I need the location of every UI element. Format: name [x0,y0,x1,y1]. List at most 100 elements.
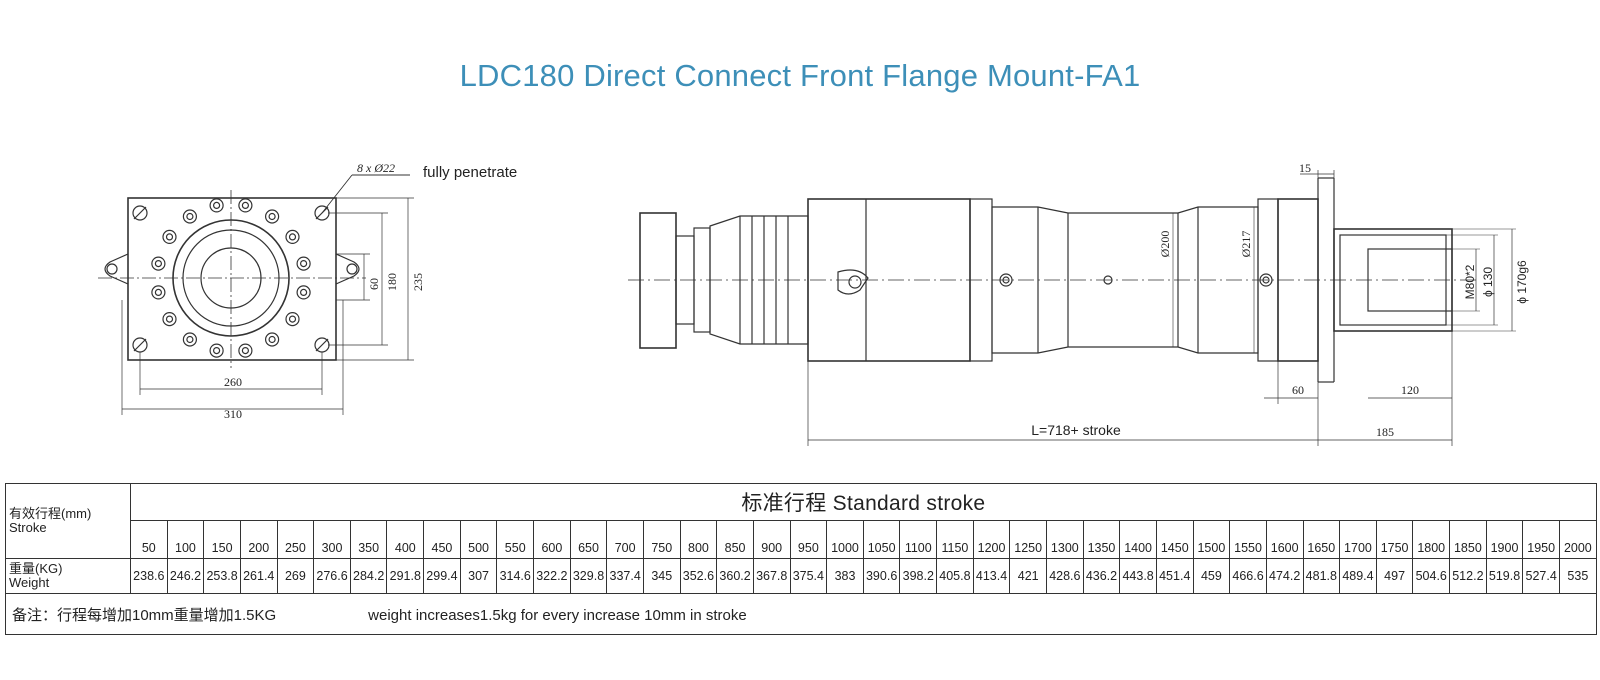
weight-cell: 398.2 [899,558,938,594]
stroke-cell: 1600 [1265,520,1304,559]
weight-cell: 390.6 [862,558,901,594]
stroke-cell: 350 [349,520,388,559]
stroke-cell: 1300 [1046,520,1084,559]
bolt-hole [162,229,177,244]
stroke-cell: 850 [716,520,754,559]
weight-cell: 246.2 [166,558,205,594]
weight-cell: 322.2 [533,558,571,594]
stroke-cell: 1200 [972,520,1011,559]
weight-cell: 284.2 [349,558,388,594]
dia-130-label: ϕ 130 [1481,267,1495,297]
stroke-cell: 1450 [1155,520,1194,559]
thread-label: M80*2 [1463,264,1477,299]
stroke-cell: 450 [423,520,461,559]
bolt-hole [182,209,197,224]
dim-15: 15 [1299,161,1311,175]
weight-label-cn: 重量(KG) [9,561,63,576]
stroke-label-cn: 有效行程(mm) [9,506,92,521]
bolt-hole [285,229,300,244]
bolt-hole-inner [154,260,162,268]
bolt-hole-inner [213,201,221,209]
dim-180: 180 [385,273,399,291]
stroke-cell: 600 [533,520,571,559]
stroke-cell: 1800 [1412,520,1451,559]
bolt-hole-inner [241,347,249,355]
weight-cell: 519.8 [1485,558,1524,594]
stroke-cell: 1950 [1522,520,1560,559]
stroke-cell: 1700 [1339,520,1377,559]
dim-235: 235 [411,273,425,291]
bolt-hole-inner [186,212,194,221]
stroke-cell: 1000 [826,520,864,559]
stroke-cell: 800 [679,520,718,559]
bolt-hole-inner [213,347,221,355]
stroke-cell: 1900 [1485,520,1524,559]
weight-cell: 405.8 [936,558,974,594]
weight-cell: 291.8 [386,558,425,594]
dia-217-label: Ø217 [1239,231,1253,258]
standard-stroke-header: 标准行程 Standard stroke [130,483,1597,521]
stroke-cell: 50 [130,520,168,559]
weight-cell: 535 [1558,558,1597,594]
weight-cell: 314.6 [496,558,535,594]
dim-185: 185 [1376,425,1394,439]
stroke-cell: 1100 [899,520,938,559]
stroke-cell: 1650 [1302,520,1341,559]
weight-cell: 512.2 [1449,558,1487,594]
dia-170-label: ϕ 170g6 [1515,260,1529,304]
stroke-cell: 150 [203,520,241,559]
bolt-hole [265,209,280,224]
weight-cell: 527.4 [1522,558,1560,594]
stroke-cell: 1550 [1229,520,1267,559]
stroke-cell: 900 [752,520,791,559]
note-cn: 备注：行程每增加10mm重量增加1.5KG [12,606,277,624]
weight-cell: 413.4 [972,558,1011,594]
weight-cell: 299.4 [423,558,461,594]
bolt-hole-inner [288,233,297,241]
stroke-row-header: 有效行程(mm) Stroke [5,483,131,559]
bolt-hole-inner [186,335,194,344]
dim-260: 260 [224,375,242,389]
bolt-hole [285,312,300,327]
bolt-hole [151,285,166,300]
weight-cell: 466.6 [1229,558,1267,594]
bolt-hole-inner [154,288,162,296]
weight-cell: 345 [642,558,681,594]
stroke-label-en: Stroke [9,520,47,535]
stroke-cell: 1750 [1375,520,1414,559]
bolt-hole [182,332,197,347]
weight-cell: 375.4 [789,558,828,594]
bolt-hole [209,198,224,213]
bolt-hole-inner [165,233,174,241]
stroke-cell: 1250 [1009,520,1048,559]
weight-cell: 383 [826,558,864,594]
side-view [628,170,1516,446]
note-en: weight increases1.5kg for every increase… [368,606,747,624]
stroke-cell: 2000 [1558,520,1597,559]
bolt-hole [209,343,224,358]
weight-cell: 337.4 [606,558,644,594]
weight-cell: 352.6 [679,558,718,594]
bolt-hole [151,256,166,271]
stroke-cell: 100 [166,520,205,559]
weight-cell: 238.6 [130,558,168,594]
bolt-hole-inner [300,260,308,268]
bolt-hole-inner [300,288,308,296]
bolt-hole [265,332,280,347]
weight-cell: 276.6 [313,558,351,594]
weight-cell: 504.6 [1412,558,1451,594]
stroke-cell: 1850 [1449,520,1487,559]
weight-row-header: 重量(KG) Weight [5,558,131,594]
weight-cell: 307 [459,558,498,594]
note-cell: 备注：行程每增加10mm重量增加1.5KG weight increases1.… [5,593,1597,635]
dim-60-side: 60 [1292,383,1304,397]
dim-310: 310 [224,407,242,421]
bolt-hole [296,256,311,271]
weight-cell: 269 [276,558,315,594]
stroke-cell: 700 [606,520,644,559]
weight-cell: 367.8 [752,558,791,594]
weight-cell: 360.2 [716,558,754,594]
technical-drawing: 8 x Ø22 fully penetrate 60 180 235 260 3… [98,161,1529,446]
weight-cell: 428.6 [1046,558,1084,594]
